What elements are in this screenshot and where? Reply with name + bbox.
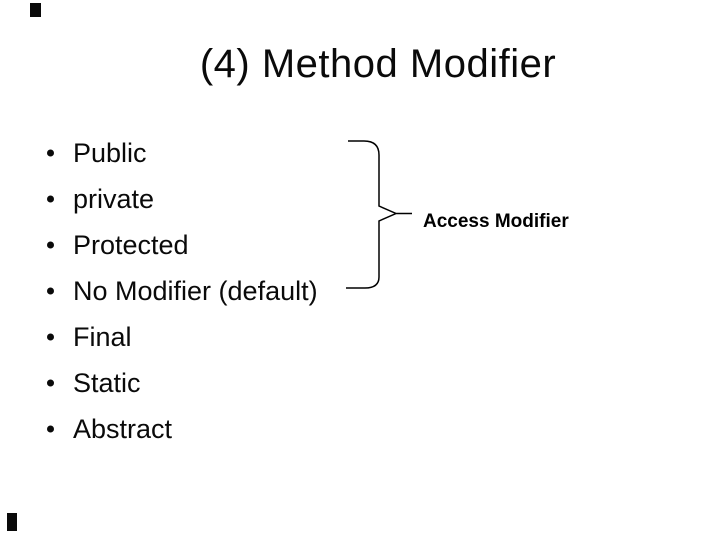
bullet-item: No Modifier (default) — [44, 268, 318, 314]
corner-artifact-top-left — [30, 3, 41, 17]
bullet-text: Abstract — [73, 414, 173, 444]
brace-label: Access Modifier — [423, 211, 569, 232]
bullet-item: Public — [44, 130, 318, 176]
bullet-item: private — [44, 176, 318, 222]
bullet-text: Static — [73, 368, 141, 398]
bullet-list: Public private Protected No Modifier (de… — [44, 130, 318, 452]
bullet-item: Abstract — [44, 406, 318, 452]
grouping-brace-shape — [346, 140, 412, 289]
slide-title: (4) Method Modifier — [199, 42, 557, 86]
bullet-item: Final — [44, 314, 318, 360]
bullet-item: Static — [44, 360, 318, 406]
corner-artifact-bottom-left — [7, 513, 17, 531]
bullet-item: Protected — [44, 222, 318, 268]
bullet-text: private — [73, 184, 155, 214]
bullet-text: Public — [73, 138, 147, 168]
bullet-text: Final — [73, 322, 132, 352]
bullet-text: Protected — [73, 230, 189, 260]
bullet-text: No Modifier (default) — [73, 276, 318, 306]
